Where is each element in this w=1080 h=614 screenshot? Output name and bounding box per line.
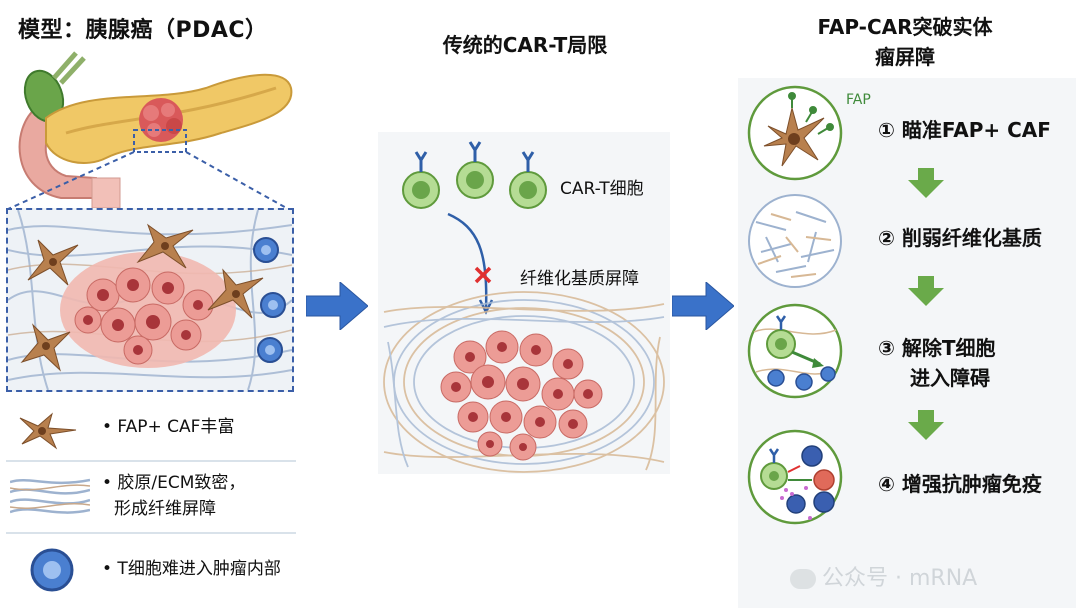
- wechat-icon: [790, 569, 816, 589]
- step4-label: ④ 增强抗肿瘤免疫: [878, 470, 1042, 498]
- step1-label: ① 瞄准FAP+ CAF: [878, 116, 1051, 144]
- left-panel-title: 模型：胰腺癌（PDAC）: [18, 18, 268, 43]
- step3-text-2: 进入障碍: [910, 366, 990, 390]
- step1-number: ①: [878, 118, 895, 142]
- legend-item-collagen: • 胶原/ECM致密， 形成纤维屏障: [6, 464, 296, 530]
- legend-divider: [6, 532, 296, 534]
- tumor-tissue-illustration: [8, 210, 292, 390]
- tumor-microenvironment-box: [6, 208, 294, 392]
- legend-item-tcell: • T细胞难进入肿瘤内部: [6, 538, 296, 604]
- step3-t-cell-entry-icon: [747, 303, 843, 399]
- legend-text-collagen-1: • 胶原/ECM致密，: [102, 473, 246, 493]
- legend-divider: [6, 460, 296, 462]
- step2-number: ②: [878, 226, 895, 250]
- car-t-cell-label: CAR-T细胞: [560, 179, 644, 199]
- step2-text: 削弱纤维化基质: [901, 226, 1042, 250]
- fibrotic-barrier-label: 纤维化基质屏障: [520, 269, 639, 289]
- collagen-fiber-icon: [10, 478, 90, 514]
- step2-label: ② 削弱纤维化基质: [878, 224, 1042, 252]
- step3-text-1: 解除T细胞: [901, 336, 996, 360]
- right-panel-title-line1: FAP-CAR突破实体: [817, 15, 993, 39]
- middle-panel-title: 传统的CAR-T局限: [442, 33, 608, 57]
- step1-text: 瞄准FAP+ CAF: [901, 118, 1051, 142]
- step4-text: 增强抗肿瘤免疫: [901, 472, 1042, 496]
- fap-label: FAP: [846, 92, 871, 108]
- step4-antitumor-immunity-icon: [747, 429, 843, 525]
- zoom-lines: [5, 151, 291, 211]
- watermark: 公众号 · mRNA: [790, 560, 977, 592]
- step-arrow-down-icon: [908, 410, 944, 440]
- legend-item-caf: • FAP+ CAF丰富: [6, 402, 296, 458]
- caf-cell-icon: [19, 412, 77, 450]
- pancreas-illustration: [18, 51, 293, 208]
- step3-label-line1: ③ 解除T细胞: [878, 334, 996, 362]
- step2-degraded-matrix-icon: [748, 194, 842, 288]
- step-arrow-down-icon: [908, 276, 944, 306]
- step4-number: ④: [878, 472, 895, 496]
- flow-arrow-right-icon: [306, 282, 368, 330]
- legend-text-tcell: • T细胞难进入肿瘤内部: [102, 559, 281, 579]
- flow-arrow-right-icon: [672, 282, 734, 330]
- watermark-text: 公众号 · mRNA: [822, 566, 978, 591]
- step1-caf-targeting-icon: [747, 85, 843, 181]
- legend-text-collagen-2: 形成纤维屏障: [114, 499, 216, 519]
- middle-panel: [378, 132, 670, 474]
- car-t-cells: [402, 141, 547, 209]
- car-t-barrier-illustration: [383, 141, 665, 473]
- step3-number: ③: [878, 336, 895, 360]
- legend: • FAP+ CAF丰富 • 胶原/ECM致密， 形成纤维屏障 • T细胞难进入…: [6, 402, 296, 608]
- step-arrow-down-icon: [908, 168, 944, 198]
- legend-text-caf: • FAP+ CAF丰富: [102, 417, 235, 437]
- t-cell-icon: [30, 548, 74, 592]
- right-panel-title-line2: 瘤屏障: [875, 45, 935, 69]
